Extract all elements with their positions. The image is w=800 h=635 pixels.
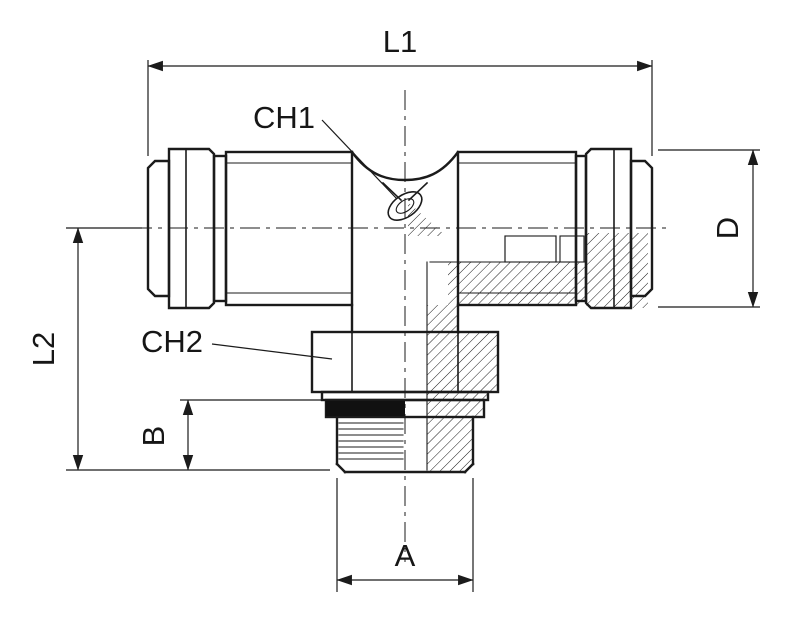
right-release-ring (584, 147, 633, 310)
centerlines (132, 90, 668, 562)
thread-chamfer-right (463, 462, 475, 474)
hatch-neck-right (427, 305, 458, 332)
dim-label-d: D (710, 217, 745, 239)
seal-band-black (326, 401, 405, 416)
dim-label-a: A (395, 538, 416, 573)
right-end-cap (629, 159, 654, 298)
callout-ch1: CH1 (253, 100, 398, 200)
dim-l1: L1 (147, 24, 653, 156)
hatch-step-right (427, 392, 488, 400)
hatch-thread-right (427, 417, 473, 472)
thread-chamfer-left (335, 462, 347, 474)
hatch-body-bottom-wall (448, 262, 586, 305)
hatch-center-cone (408, 202, 446, 236)
ch1-chamfer-inner (395, 198, 415, 214)
left-release-ring (167, 147, 216, 310)
dim-label-b: B (136, 426, 171, 447)
ch2-leader-line (211, 343, 333, 360)
dim-l2: L2 (26, 227, 330, 471)
cone-edge-right (407, 181, 429, 202)
section-hatching (408, 202, 648, 472)
hatch-collet-section (504, 235, 557, 263)
ch1-leader-line (321, 119, 398, 200)
dimensions: L1 D L2 B A CH1 (26, 24, 760, 592)
dim-b: B (136, 399, 330, 471)
thread-stub (335, 415, 475, 474)
callout-ch2: CH2 (141, 324, 333, 360)
thread-crest-lines (338, 422, 404, 460)
left-body-tube (224, 150, 354, 307)
hatch-hex-right (427, 332, 498, 392)
dim-label-l1: L1 (383, 24, 417, 59)
label-ch2: CH2 (141, 324, 203, 359)
dim-label-l2: L2 (26, 332, 61, 366)
dim-a: A (336, 478, 474, 592)
hatch-band-right (427, 400, 484, 417)
ch1-chamfer-outer (387, 191, 423, 221)
seal-section-black (559, 235, 585, 263)
fitting-outline (146, 147, 654, 474)
dim-d: D (658, 149, 760, 308)
label-ch1: CH1 (253, 100, 315, 135)
